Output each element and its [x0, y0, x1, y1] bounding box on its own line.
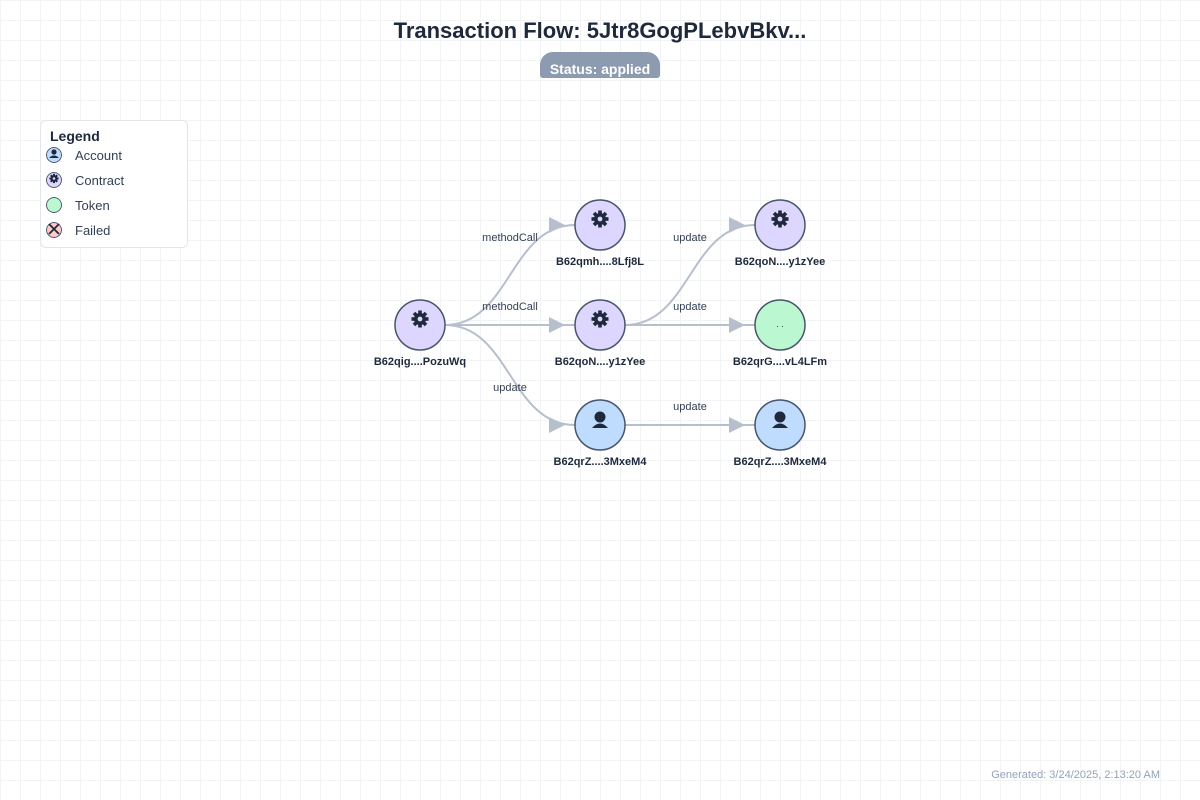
flow-edge: update [444, 324, 576, 433]
node-label: B62qoN....y1zYee [555, 356, 646, 368]
failed-icon [46, 222, 62, 238]
edge-label: update [673, 401, 707, 413]
node-label: B62qrG....vL4LFm [733, 356, 827, 368]
page-title: Transaction Flow: 5Jtr8GogPLebvBkv... [393, 18, 807, 43]
arrowhead-icon [729, 417, 745, 433]
arrowhead-icon [729, 217, 745, 233]
flow-edge: methodCall [444, 217, 576, 326]
legend-label: Contract [75, 173, 125, 188]
legend-label: Token [75, 198, 110, 213]
arrowhead-icon [729, 317, 745, 333]
legend-item-account: Account [46, 146, 186, 166]
flow-edge: methodCall [444, 301, 575, 333]
arrowhead-icon [549, 217, 565, 233]
edge-label: methodCall [482, 301, 538, 313]
nodes-layer: B62qig....PozuWq B62qmh....8Lfj8L B62qoN..… [374, 199, 828, 468]
flow-node-contract[interactable]: B62qoN....y1zYee [555, 299, 646, 368]
legend-item-token: Token [46, 196, 186, 216]
flow-edge: update [624, 301, 755, 333]
edges-layer: methodCall methodCall update update update up… [444, 217, 756, 433]
legend-title: Legend [50, 128, 100, 144]
flow-node-contract[interactable]: B62qoN....y1zYee [735, 199, 826, 268]
flow-node-account[interactable]: B62qrZ....3MxeM4 [554, 399, 648, 468]
flow-node-account[interactable]: B62qrZ....3MxeM4 [734, 399, 828, 468]
arrowhead-icon [549, 317, 565, 333]
node-label: B62qig....PozuWq [374, 356, 466, 368]
legend-label: Failed [75, 223, 111, 238]
edge-line [444, 324, 576, 426]
gear-icon [591, 310, 609, 328]
node-label: B62qrZ....3MxeM4 [554, 456, 648, 468]
node-label: B62qoN....y1zYee [735, 256, 826, 268]
legend: Legend Account Contract Token [40, 120, 188, 248]
gear-icon [46, 172, 62, 188]
gear-icon [591, 210, 609, 228]
edge-label: update [493, 382, 527, 394]
account-icon [46, 147, 62, 163]
legend-item-contract: Contract [46, 171, 186, 191]
flow-edge: update [624, 217, 756, 326]
legend-item-failed: Failed [46, 221, 186, 241]
arrowhead-icon [549, 417, 565, 433]
flow-node-contract[interactable]: B62qmh....8Lfj8L [556, 199, 644, 268]
token-icon [46, 197, 62, 213]
token-icon: . . [776, 319, 784, 329]
edge-label: update [673, 301, 707, 313]
gear-icon [411, 310, 429, 328]
gear-icon [771, 210, 789, 228]
node-label: B62qrZ....3MxeM4 [734, 456, 828, 468]
account-icon [592, 411, 608, 428]
flow-node-token[interactable]: . . B62qrG....vL4LFm [733, 299, 827, 368]
edge-label: methodCall [482, 232, 538, 244]
generated-timestamp: Generated: 3/24/2025, 2:13:20 AM [991, 769, 1160, 781]
account-icon [772, 411, 788, 428]
node-label: B62qmh....8Lfj8L [556, 256, 644, 268]
edge-label: update [673, 232, 707, 244]
legend-label: Account [75, 148, 122, 163]
status-badge: Status: applied [540, 52, 660, 78]
node-circle[interactable] [754, 299, 806, 351]
flow-node-contract[interactable]: B62qig....PozuWq [374, 299, 466, 368]
flow-edge: update [624, 401, 755, 433]
